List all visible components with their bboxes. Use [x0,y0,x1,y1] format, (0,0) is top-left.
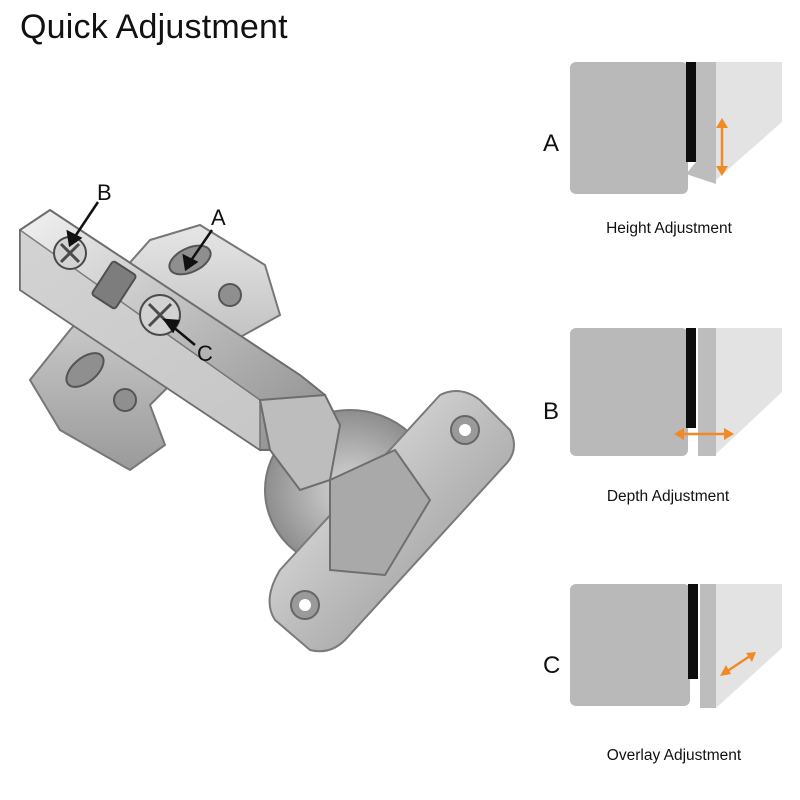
depth-adjustment-diagram [570,328,782,476]
panel-letter-b: B [543,398,560,425]
callout-label-c: C [197,341,213,366]
panel-letter-a: A [543,130,560,157]
caption-depth-adjustment: Depth Adjustment [606,488,730,505]
hinge-image [19,201,515,653]
caption-height-adjustment: Height Adjustment [606,220,732,237]
caption-overlay-adjustment: Overlay Adjustment [606,747,742,764]
callout-arrow-b [66,201,100,248]
callout-label-b: B [97,180,112,205]
callout-arrow-c [162,318,196,346]
panel-letter-c: C [543,652,561,679]
callout-arrow-a [182,229,214,272]
height-adjustment-diagram [570,62,782,210]
page-title: Quick Adjustment [20,8,288,46]
callout-label-a: A [211,205,226,230]
overlay-adjustment-diagram [570,584,782,732]
